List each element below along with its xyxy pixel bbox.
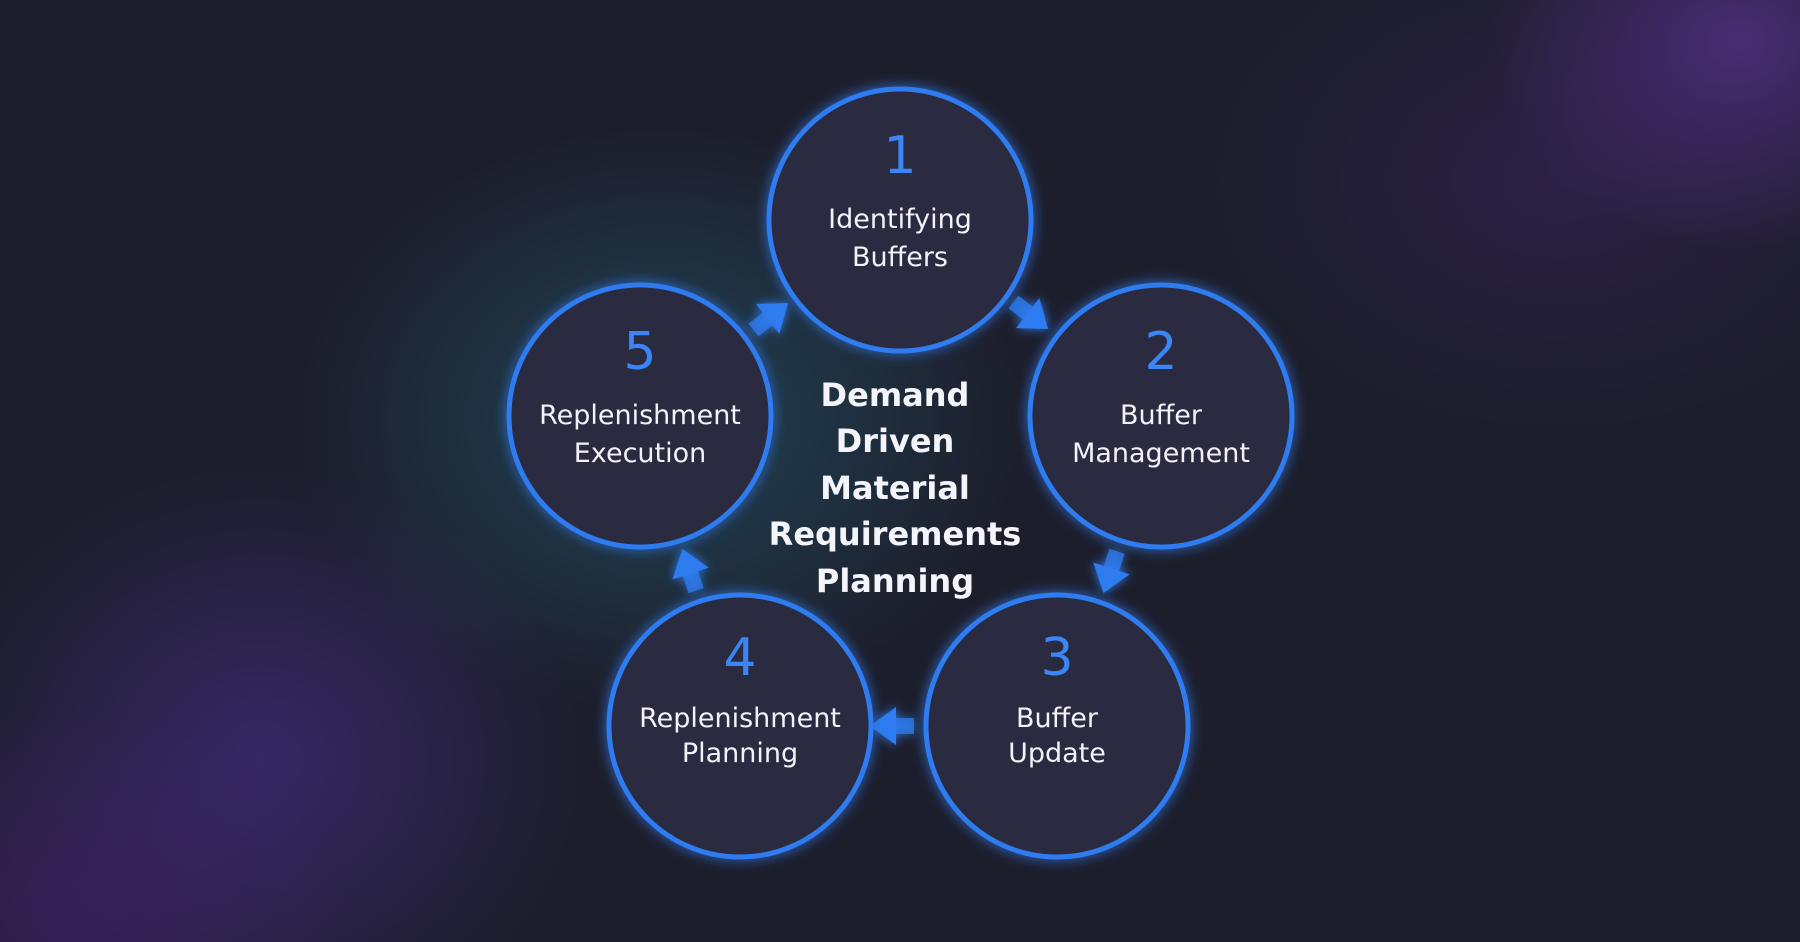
step-ring-1	[766, 86, 1034, 354]
connector-arrow-2	[1093, 548, 1130, 594]
step-number-4: 4	[723, 628, 756, 688]
step-label-5-line-1: Replenishment	[539, 400, 741, 431]
step-number-3: 3	[1040, 628, 1073, 688]
connector-arrow-4	[672, 548, 709, 594]
step-node-3: 3 Buffer Update	[923, 592, 1191, 860]
step-label-1-line-2: Buffers	[852, 242, 948, 273]
connector-arrow-5	[748, 302, 789, 337]
step-label-2-line-2: Management	[1072, 438, 1250, 469]
step-number-1: 1	[883, 126, 916, 186]
center-title-line-2: Driven	[836, 422, 955, 460]
step-label-4-line-2: Planning	[682, 738, 798, 769]
step-node-5: 5 Replenishment Execution	[506, 282, 774, 550]
step-label-3-line-2: Update	[1008, 738, 1106, 769]
step-label-5-line-2: Execution	[574, 438, 707, 469]
step-ring-5	[506, 282, 774, 550]
center-title-line-1: Demand	[821, 376, 970, 414]
connector-arrow-3	[870, 707, 914, 745]
step-label-4-line-1: Replenishment	[639, 703, 841, 734]
connector-arrow-1	[1008, 295, 1049, 330]
step-node-4: 4 Replenishment Planning	[606, 592, 874, 860]
step-label-3-line-1: Buffer	[1016, 703, 1099, 734]
step-ring-2	[1027, 282, 1295, 550]
step-node-1: 1 Identifying Buffers	[766, 86, 1034, 354]
step-label-1-line-1: Identifying	[828, 204, 972, 235]
center-title-line-4: Requirements	[769, 515, 1022, 553]
step-node-2: 2 Buffer Management	[1027, 282, 1295, 550]
arrows-layer	[672, 295, 1130, 745]
step-number-2: 2	[1144, 322, 1177, 382]
center-title-line-3: Material	[820, 469, 970, 507]
step-ring-4	[606, 592, 874, 860]
step-number-5: 5	[623, 322, 656, 382]
center-title: Demand Driven Material Requirements Plan…	[769, 376, 1022, 600]
step-ring-3	[923, 592, 1191, 860]
step-label-2-line-1: Buffer	[1120, 400, 1203, 431]
center-title-line-5: Planning	[816, 562, 974, 600]
